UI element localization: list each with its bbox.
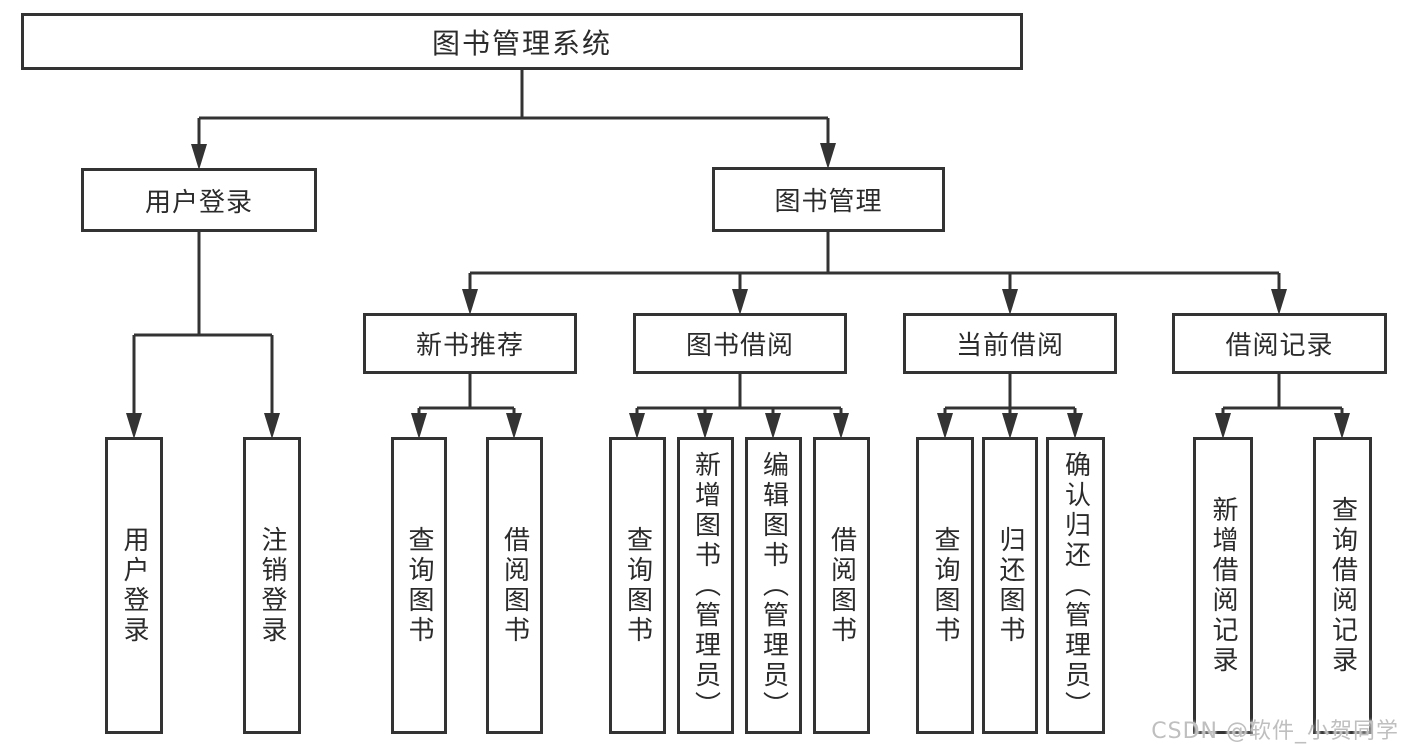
node-label: 借阅图书 xyxy=(499,525,530,646)
node-label: 归还图书 xyxy=(995,525,1025,646)
arrow-down-icon xyxy=(1002,413,1018,439)
node-label: 编辑图书（管理员） xyxy=(758,450,789,721)
arrow-down-icon xyxy=(264,413,280,439)
arrow-down-icon xyxy=(1334,413,1350,439)
node-label: 图书管理系统 xyxy=(431,26,612,60)
arrow-down-icon xyxy=(820,143,836,169)
node-label: 新书推荐 xyxy=(415,331,524,361)
arrow-down-icon xyxy=(506,413,522,439)
arrow-down-icon xyxy=(126,413,142,439)
node-user-login: 用户登录 xyxy=(81,168,317,232)
arrow-down-icon xyxy=(732,289,748,315)
node-label: 查询借阅记录 xyxy=(1327,495,1358,676)
node-book-borrowing: 图书借阅 xyxy=(633,313,847,374)
node-label: 注销登录 xyxy=(257,525,287,646)
connector-current-borrowing xyxy=(943,374,1077,414)
node-label: 查询图书 xyxy=(404,525,434,646)
node-label: 用户登录 xyxy=(119,525,149,646)
arrow-down-icon xyxy=(191,144,207,170)
arrow-down-icon xyxy=(1271,289,1287,315)
node-label: 图书借阅 xyxy=(685,331,794,361)
node-current-borrowing: 当前借阅 xyxy=(903,313,1117,374)
arrow-down-icon xyxy=(462,289,478,315)
node-leaf-query-books-2: 查询图书 xyxy=(609,437,666,734)
arrow-down-icon xyxy=(629,413,645,439)
connector-book-management xyxy=(468,232,1281,291)
node-book-management: 图书管理 xyxy=(712,167,945,232)
node-leaf-borrow-books-2: 借阅图书 xyxy=(813,437,870,734)
arrow-down-icon xyxy=(833,413,849,439)
connector-user-login xyxy=(132,232,274,414)
node-label: 图书管理 xyxy=(774,187,883,217)
node-leaf-add-borrow-record: 新增借阅记录 xyxy=(1193,437,1253,734)
connector-new-books xyxy=(417,374,516,414)
node-label: 当前借阅 xyxy=(955,331,1064,361)
node-borrowing-records: 借阅记录 xyxy=(1172,313,1387,374)
arrow-down-icon xyxy=(937,413,953,439)
node-leaf-query-borrow-record: 查询借阅记录 xyxy=(1313,437,1372,734)
arrow-down-icon xyxy=(1215,413,1231,439)
node-leaf-borrow-books-1: 借阅图书 xyxy=(486,437,543,734)
node-label: 新增图书（管理员） xyxy=(690,450,721,721)
node-label: 新增借阅记录 xyxy=(1208,495,1238,676)
node-label: 查询图书 xyxy=(622,525,653,646)
node-label: 借阅记录 xyxy=(1225,331,1334,361)
connector-root xyxy=(197,70,830,145)
node-leaf-edit-books-admin: 编辑图书（管理员） xyxy=(745,437,802,734)
watermark: CSDN @软件_小贺同学 xyxy=(1151,719,1399,744)
arrow-down-icon xyxy=(1002,289,1018,315)
node-leaf-add-books-admin: 新增图书（管理员） xyxy=(677,437,734,734)
node-leaf-logout: 注销登录 xyxy=(243,437,301,734)
arrow-down-icon xyxy=(765,413,781,439)
node-leaf-query-books-1: 查询图书 xyxy=(391,437,447,734)
node-leaf-return-books: 归还图书 xyxy=(982,437,1038,734)
arrow-down-icon xyxy=(411,413,427,439)
arrow-down-icon xyxy=(697,413,713,439)
connector-book-borrowing xyxy=(635,374,843,414)
node-label: 查询图书 xyxy=(930,525,960,646)
node-label: 确认归还（管理员） xyxy=(1060,450,1091,721)
node-new-book-recommend: 新书推荐 xyxy=(363,313,577,374)
node-label: 用户登录 xyxy=(144,187,253,218)
node-leaf-confirm-return-admin: 确认归还（管理员） xyxy=(1046,437,1105,734)
node-leaf-user-login: 用户登录 xyxy=(105,437,163,734)
connector-borrowing-records xyxy=(1221,374,1344,414)
node-label: 借阅图书 xyxy=(826,525,857,646)
node-leaf-query-books-3: 查询图书 xyxy=(916,437,974,734)
node-library-management-system: 图书管理系统 xyxy=(21,13,1023,70)
arrow-down-icon xyxy=(1067,413,1083,439)
